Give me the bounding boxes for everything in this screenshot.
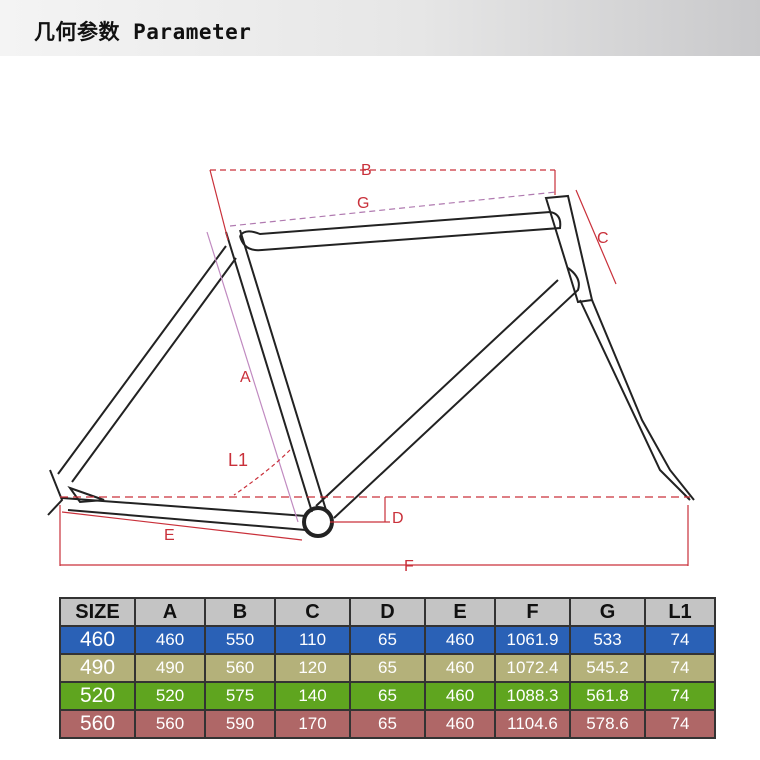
value-cell: 74 — [644, 625, 716, 655]
value-cell: 560 — [134, 709, 206, 739]
col-e: E — [424, 597, 496, 627]
size-cell: 520 — [59, 681, 136, 711]
value-cell: 545.2 — [569, 653, 646, 683]
seat-tube — [225, 229, 327, 513]
col-f: F — [494, 597, 571, 627]
page-title: 几何参数 Parameter — [34, 20, 252, 44]
value-cell: 74 — [644, 681, 716, 711]
value-cell: 550 — [204, 625, 276, 655]
value-cell: 74 — [644, 653, 716, 683]
value-cell: 1088.3 — [494, 681, 571, 711]
label-d: D — [392, 510, 404, 527]
value-cell: 561.8 — [569, 681, 646, 711]
value-cell: 74 — [644, 709, 716, 739]
label-a: A — [240, 369, 251, 386]
col-b: B — [204, 597, 276, 627]
value-cell: 65 — [349, 653, 426, 683]
value-cell: 110 — [274, 625, 351, 655]
down-tube — [315, 267, 580, 519]
seat-stay — [57, 245, 237, 483]
col-a: A — [134, 597, 206, 627]
value-cell: 170 — [274, 709, 351, 739]
value-cell: 140 — [274, 681, 351, 711]
value-cell: 460 — [424, 625, 496, 655]
frame-geometry-diagram: B G C A L1 D E F — [47, 162, 695, 575]
value-cell: 460 — [424, 653, 496, 683]
label-e: E — [164, 527, 175, 544]
value-cell: 578.6 — [569, 709, 646, 739]
value-cell: 1104.6 — [494, 709, 571, 739]
value-cell: 575 — [204, 681, 276, 711]
col-l1: L1 — [644, 597, 716, 627]
col-c: C — [274, 597, 351, 627]
col-d: D — [349, 597, 426, 627]
value-cell: 520 — [134, 681, 206, 711]
col-size: SIZE — [59, 597, 136, 627]
size-cell: 560 — [59, 709, 136, 739]
col-g: G — [569, 597, 646, 627]
value-cell: 1072.4 — [494, 653, 571, 683]
dropout — [47, 469, 105, 516]
value-cell: 590 — [204, 709, 276, 739]
value-cell: 120 — [274, 653, 351, 683]
label-b: B — [361, 162, 372, 179]
value-cell: 1061.9 — [494, 625, 571, 655]
top-tube — [239, 210, 562, 252]
value-cell: 460 — [424, 709, 496, 739]
value-cell: 65 — [349, 625, 426, 655]
value-cell: 460 — [424, 681, 496, 711]
label-f: F — [404, 558, 414, 575]
chain-stay — [61, 497, 307, 531]
label-g: G — [357, 195, 369, 212]
size-cell: 460 — [59, 625, 136, 655]
bike-frame — [47, 194, 695, 538]
value-cell: 460 — [134, 625, 206, 655]
table-header-row: SIZE A B C D E F G L1 — [59, 597, 716, 627]
dimension-labels: B G C A L1 D E F — [164, 162, 609, 575]
bottom-bracket — [302, 506, 334, 538]
label-c: C — [597, 230, 609, 247]
value-cell: 560 — [204, 653, 276, 683]
size-cell: 490 — [59, 653, 136, 683]
value-cell: 490 — [134, 653, 206, 683]
label-l1: L1 — [228, 450, 248, 470]
value-cell: 65 — [349, 681, 426, 711]
dimension-lines — [59, 169, 690, 566]
header-bar: 几何参数 Parameter — [0, 0, 760, 56]
fork — [579, 299, 695, 501]
value-cell: 533 — [569, 625, 646, 655]
value-cell: 65 — [349, 709, 426, 739]
